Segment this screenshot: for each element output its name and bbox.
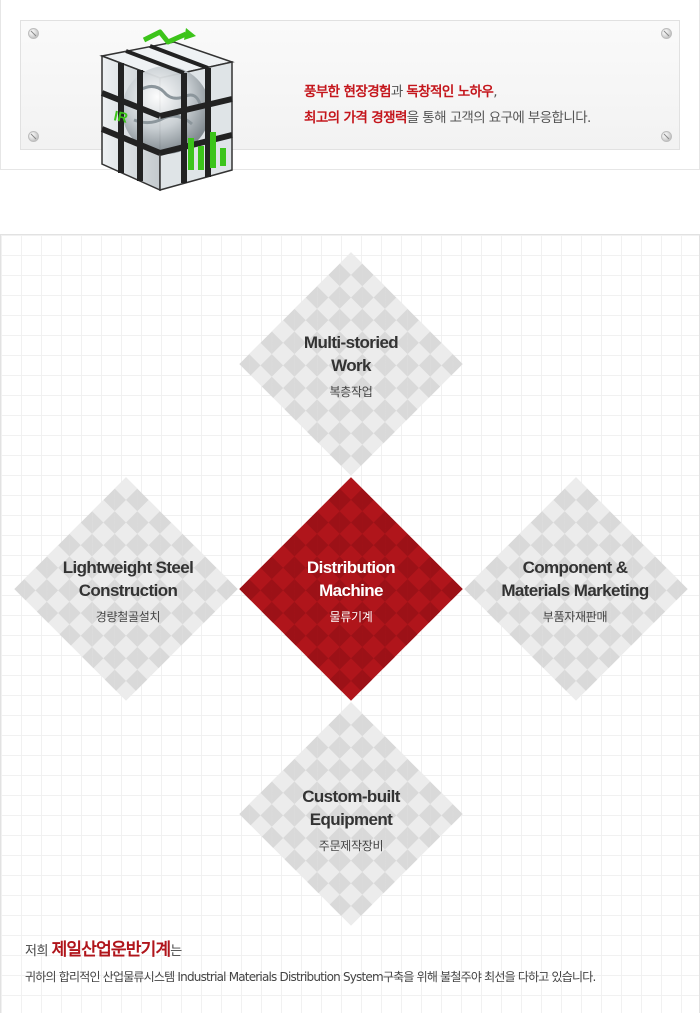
banner-highlight: 풍부한 현장경험 [304,84,391,100]
screw-icon [28,28,39,39]
banner-highlight: 최고의 가격 경쟁력 [304,110,407,126]
company-name: 제일산업운반기계 [51,940,172,960]
intro-suffix: 는 [170,944,182,959]
area-title-en: Lightweight Steel [62,558,194,577]
area-title-ko: 복층작업 [329,385,373,399]
intro-prefix: 저희 [25,944,52,959]
banner-highlight: 독창적인 노하우 [406,84,494,100]
screw-icon [28,131,39,142]
area-title-en: Materials Marketing [501,581,649,600]
banner-text: , [493,84,497,100]
area-title-ko: 주문제작장비 [318,839,384,853]
business-areas-diagram: Multi-storied Work 복층작업 Lightweight Stee… [0,234,700,1013]
banner-text: 을 통해 고객의 요구에 부응합니다. [406,110,592,126]
area-multi-storied-work: Multi-storied Work 복층작업 [251,331,451,400]
area-lightweight-steel: Lightweight Steel Construction 경량철골설치 [28,556,228,625]
banner-text: 과 [390,84,407,100]
banner-line-1: 풍부한 현장경험과 독창적인 노하우, [304,79,591,105]
area-title-ko: 부품자재판매 [542,610,608,624]
area-title-ko: 물류기계 [329,610,373,624]
area-title-en: Machine [319,581,383,600]
cube-globe-logo-icon: IR [99,28,235,192]
banner-line-2: 최고의 가격 경쟁력을 통해 고객의 요구에 부응합니다. [304,105,591,131]
area-component-materials: Component & Materials Marketing 부품자재판매 [475,556,675,625]
area-title-en: Equipment [309,810,393,829]
company-intro-heading: 저희 제일산업운반기계는 [25,935,182,960]
screw-icon [661,28,672,39]
banner-message: 풍부한 현장경험과 독창적인 노하우, 최고의 가격 경쟁력을 통해 고객의 요… [304,79,591,131]
screw-icon [661,131,672,142]
area-custom-built-equipment: Custom-built Equipment 주문제작장비 [251,785,451,854]
area-title-en: Work [331,356,371,375]
area-distribution-machine: Distribution Machine 물류기계 [251,556,451,625]
area-title-en: Multi-storied [303,333,399,352]
svg-text:IR: IR [112,107,129,126]
area-title-en: Custom-built [302,787,400,806]
area-title-ko: 경량철골설치 [95,610,161,624]
company-intro-sentence: 귀하의 합리적인 산업물류시스템 Industrial Materials Di… [25,970,596,984]
area-title-en: Distribution [306,558,396,577]
area-title-en: Construction [78,581,178,600]
area-title-en: Component & [522,558,628,577]
